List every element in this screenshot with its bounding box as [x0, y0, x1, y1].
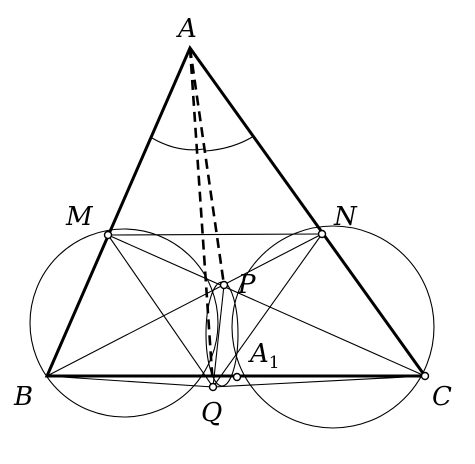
- label-Q: Q: [201, 398, 222, 428]
- dashed-AA1: [188, 47, 226, 286]
- label-C: C: [432, 382, 452, 412]
- label-A1-subscript: 1: [269, 353, 280, 373]
- label-P: P: [237, 270, 256, 300]
- segment-QC: [212, 375, 426, 388]
- dashed-AQ: [188, 47, 215, 388]
- angle-arc-right: [204, 135, 255, 152]
- triangle-ABC: [44, 44, 428, 378]
- label-B: B: [13, 382, 33, 412]
- angle-arc-left: [151, 137, 205, 151]
- segment-BQ: [46, 375, 214, 388]
- label-A1-main: A: [248, 339, 269, 369]
- circle-through-B-M: [29, 228, 219, 418]
- label-A1: A1: [248, 339, 280, 373]
- label-A: A: [176, 14, 197, 44]
- segment-MN: [107, 233, 323, 236]
- circle-through-N-C: [231, 225, 435, 429]
- point-C: [420, 371, 430, 381]
- point-N: [317, 229, 327, 239]
- segment-MC: [107, 234, 426, 377]
- label-M: M: [65, 202, 94, 232]
- label-N: N: [333, 202, 358, 232]
- point-Q: [208, 382, 218, 392]
- point-P: [219, 280, 229, 290]
- segment-NQ: [212, 233, 323, 388]
- point-A1: [232, 372, 242, 382]
- segment-NB: [46, 233, 323, 377]
- point-M: [103, 230, 113, 240]
- segment-PQ: [212, 284, 225, 388]
- segment-MQ: [107, 234, 214, 388]
